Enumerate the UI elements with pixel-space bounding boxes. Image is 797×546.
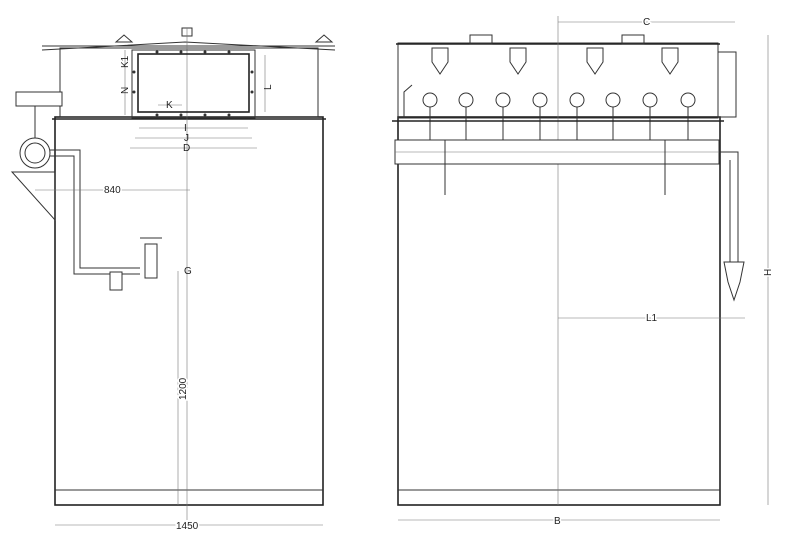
side-lid <box>41 41 336 51</box>
label-g: G <box>184 266 192 277</box>
side-view: K1 N L K I J D G 840 1200 1450 <box>10 27 336 534</box>
dim-1450: 1450 <box>176 521 199 532</box>
side-flange <box>131 49 256 119</box>
lid-handle-icon <box>621 34 645 45</box>
label-n: N <box>120 87 131 94</box>
front-view: C H L1 B <box>392 16 776 529</box>
label-l: L <box>263 84 274 90</box>
front-body <box>397 116 721 506</box>
label-k: K <box>166 100 173 111</box>
label-j: J <box>184 133 189 144</box>
side-pulse-valve-icon <box>15 91 63 107</box>
drain-valve-icon <box>723 261 745 302</box>
dim-1200: 1200 <box>178 377 189 400</box>
label-k1: K1 <box>120 55 131 68</box>
lid-clamps <box>431 47 679 75</box>
tank-bracket <box>10 106 56 222</box>
header-supports <box>444 140 666 195</box>
label-i: I <box>184 123 187 134</box>
dim-840: 840 <box>104 185 121 196</box>
side-body <box>54 116 324 506</box>
compressed-air-pipe <box>50 149 140 275</box>
flange-bolts <box>132 50 254 117</box>
drain-pipe <box>719 151 739 262</box>
inlet-tube <box>403 84 413 118</box>
lid-hinge-icon <box>114 34 334 43</box>
outlet-flange <box>717 51 737 118</box>
water-separator-icon <box>109 271 123 291</box>
side-top-box <box>59 47 319 118</box>
label-d: D <box>183 143 190 154</box>
label-l1: L1 <box>646 313 658 324</box>
label-c: C <box>643 17 650 28</box>
lid-handle-icon <box>469 34 493 45</box>
pulse-valves <box>422 92 696 140</box>
side-inlet-window <box>137 53 250 113</box>
gate-valve-icon <box>144 243 158 279</box>
label-h: H <box>763 269 774 276</box>
label-b: B <box>554 516 561 527</box>
